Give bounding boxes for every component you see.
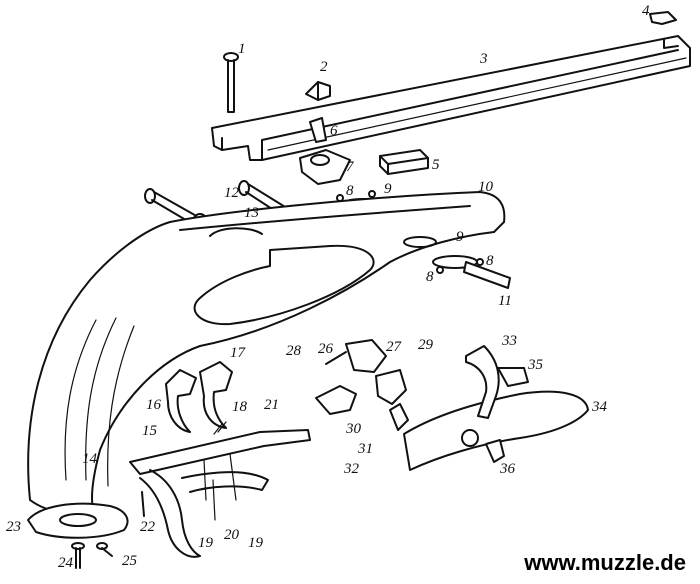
label-part-29: 29 (418, 337, 433, 353)
escutcheon-bottom (432, 255, 511, 289)
label-part-28: 28 (286, 343, 301, 359)
label-part-2: 2 (320, 59, 328, 75)
label-part-18: 18 (232, 399, 247, 415)
label-part-11: 11 (498, 293, 512, 309)
label-part-3: 3 (480, 51, 488, 67)
label-part-8-c: 8 (426, 269, 434, 285)
label-part-8: 8 (346, 183, 354, 199)
butt-cap (27, 502, 129, 539)
lock-parts (315, 339, 589, 471)
label-part-20: 20 (224, 527, 239, 543)
butt-screws (71, 542, 113, 569)
watermark: www.muzzle.de (524, 550, 686, 575)
triggers (165, 361, 233, 433)
label-part-6: 6 (330, 123, 338, 139)
pin-part-1 (223, 52, 239, 113)
block-part-5 (379, 149, 429, 175)
label-part-4: 4 (642, 3, 650, 19)
label-part-30: 30 (346, 421, 361, 437)
label-part-13: 13 (244, 205, 259, 221)
stock (27, 191, 506, 516)
label-part-23: 23 (6, 519, 21, 535)
label-part-31: 31 (358, 441, 373, 457)
label-part-27: 27 (386, 339, 401, 355)
label-part-25: 25 (122, 553, 137, 569)
label-part-35: 35 (528, 357, 543, 373)
front-sight (649, 11, 677, 25)
label-part-22: 22 (140, 519, 155, 535)
label-part-19-b: 19 (248, 535, 263, 551)
label-part-33: 33 (502, 333, 517, 349)
label-part-32: 32 (344, 461, 359, 477)
label-part-14: 14 (82, 451, 97, 467)
underlug (299, 117, 351, 185)
label-part-15: 15 (142, 423, 157, 439)
label-part-16: 16 (146, 397, 161, 413)
label-part-21: 21 (264, 397, 279, 413)
barrel (211, 35, 691, 161)
label-part-36: 36 (500, 461, 515, 477)
rear-sight (305, 81, 331, 101)
label-part-19: 19 (198, 535, 213, 551)
label-part-9: 9 (384, 181, 392, 197)
trigger-plate (129, 421, 311, 558)
label-part-7: 7 (346, 159, 354, 175)
label-part-1: 1 (238, 41, 246, 57)
label-part-5: 5 (432, 157, 440, 173)
label-part-24: 24 (58, 555, 73, 571)
label-part-17: 17 (230, 345, 245, 361)
label-part-8-b: 8 (486, 253, 494, 269)
label-part-34: 34 (592, 399, 607, 415)
label-part-26: 26 (318, 341, 333, 357)
label-part-12: 12 (224, 185, 239, 201)
label-part-9-b: 9 (456, 229, 464, 245)
label-part-10: 10 (478, 179, 493, 195)
